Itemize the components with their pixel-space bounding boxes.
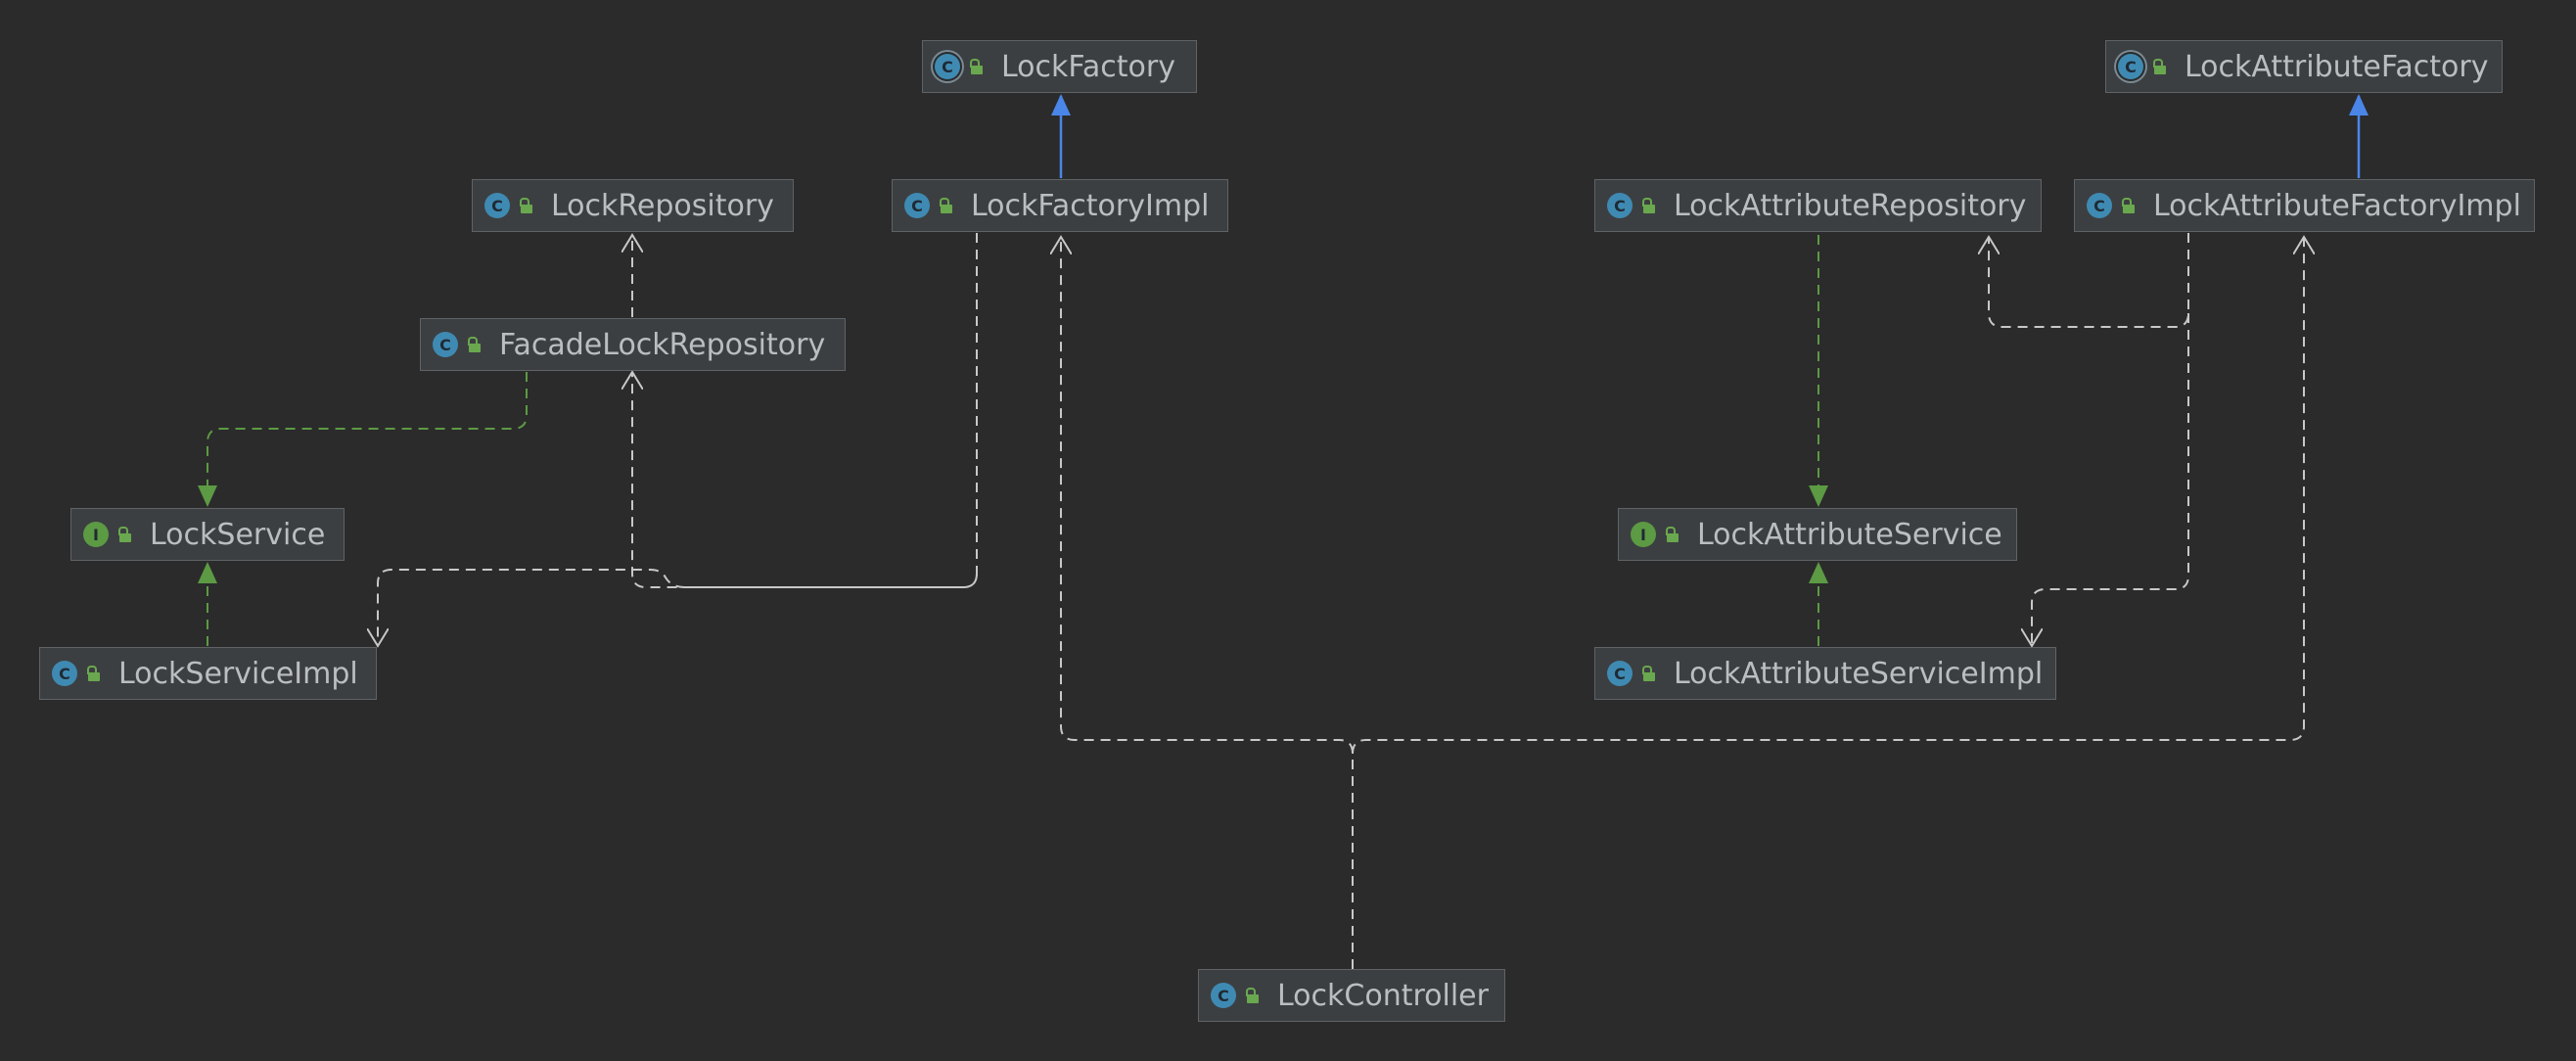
node-lock-service[interactable]: I LockService [70,508,345,561]
node-lock-attribute-factory-impl[interactable]: C LockAttributeFactoryImpl [2074,179,2535,232]
node-label: LockAttributeService [1697,517,2002,552]
node-lock-attribute-service-impl[interactable]: C LockAttributeServiceImpl [1594,647,2056,700]
public-access-icon [1246,988,1260,1003]
public-access-icon [1642,666,1656,681]
abstract-class-icon: C [2118,54,2143,79]
class-icon: C [1607,661,1633,686]
public-access-icon [2122,198,2136,213]
edge-lockattributefactoryimpl-depends-lockattributeserviceimpl [2032,313,2189,646]
public-access-icon [520,198,533,213]
node-label: LockRepository [551,188,774,223]
node-label: LockAttributeFactoryImpl [2153,188,2521,223]
node-label: LockFactoryImpl [971,188,1210,223]
node-lock-factory[interactable]: C LockFactory [922,40,1197,93]
public-access-icon [2153,59,2167,74]
node-facade-lock-repository[interactable]: C FacadeLockRepository [420,318,846,371]
public-access-icon [1666,527,1679,542]
edge-lockfactoryimpl-depends-lockserviceimpl [378,569,978,646]
node-label: LockAttributeRepository [1674,188,2027,223]
public-access-icon [970,59,984,74]
node-lock-attribute-service[interactable]: I LockAttributeService [1618,508,2017,561]
edge-lockfactoryimpl-depends-facade [632,233,978,588]
node-label: LockAttributeServiceImpl [1674,656,2044,691]
node-label: LockServiceImpl [118,656,358,691]
class-icon: C [484,193,510,218]
edge-facade-implements-lockservice [198,372,528,507]
node-lock-service-impl[interactable]: C LockServiceImpl [39,647,377,700]
class-icon: C [2087,193,2112,218]
interface-icon: I [1631,522,1656,547]
node-lock-repository[interactable]: C LockRepository [472,179,794,232]
public-access-icon [87,666,101,681]
node-lock-attribute-repository[interactable]: C LockAttributeRepository [1594,179,2042,232]
class-icon: C [1211,983,1236,1008]
public-access-icon [468,337,482,352]
node-label: LockController [1277,978,1489,1013]
node-lock-attribute-factory[interactable]: C LockAttributeFactory [2105,40,2503,93]
node-label: LockFactory [1001,49,1175,84]
class-icon: C [52,661,77,686]
node-label: LockService [150,517,326,552]
node-lock-controller[interactable]: C LockController [1198,969,1505,1022]
class-icon: C [1607,193,1633,218]
node-lock-factory-impl[interactable]: C LockFactoryImpl [892,179,1228,232]
class-icon: C [433,332,458,357]
node-label: LockAttributeFactory [2185,49,2489,84]
class-icon: C [904,193,930,218]
edge-lockcontroller-depends-lockattributefactoryimpl [1352,237,2304,755]
edge-lockattributefactoryimpl-depends-lockattributerepository [1989,233,2189,328]
node-label: FacadeLockRepository [499,327,826,362]
public-access-icon [1642,198,1656,213]
edge-lockcontroller-depends-lockfactoryimpl [1061,237,1354,969]
abstract-class-icon: C [935,54,960,79]
interface-icon: I [83,522,109,547]
public-access-icon [118,527,132,542]
public-access-icon [940,198,953,213]
